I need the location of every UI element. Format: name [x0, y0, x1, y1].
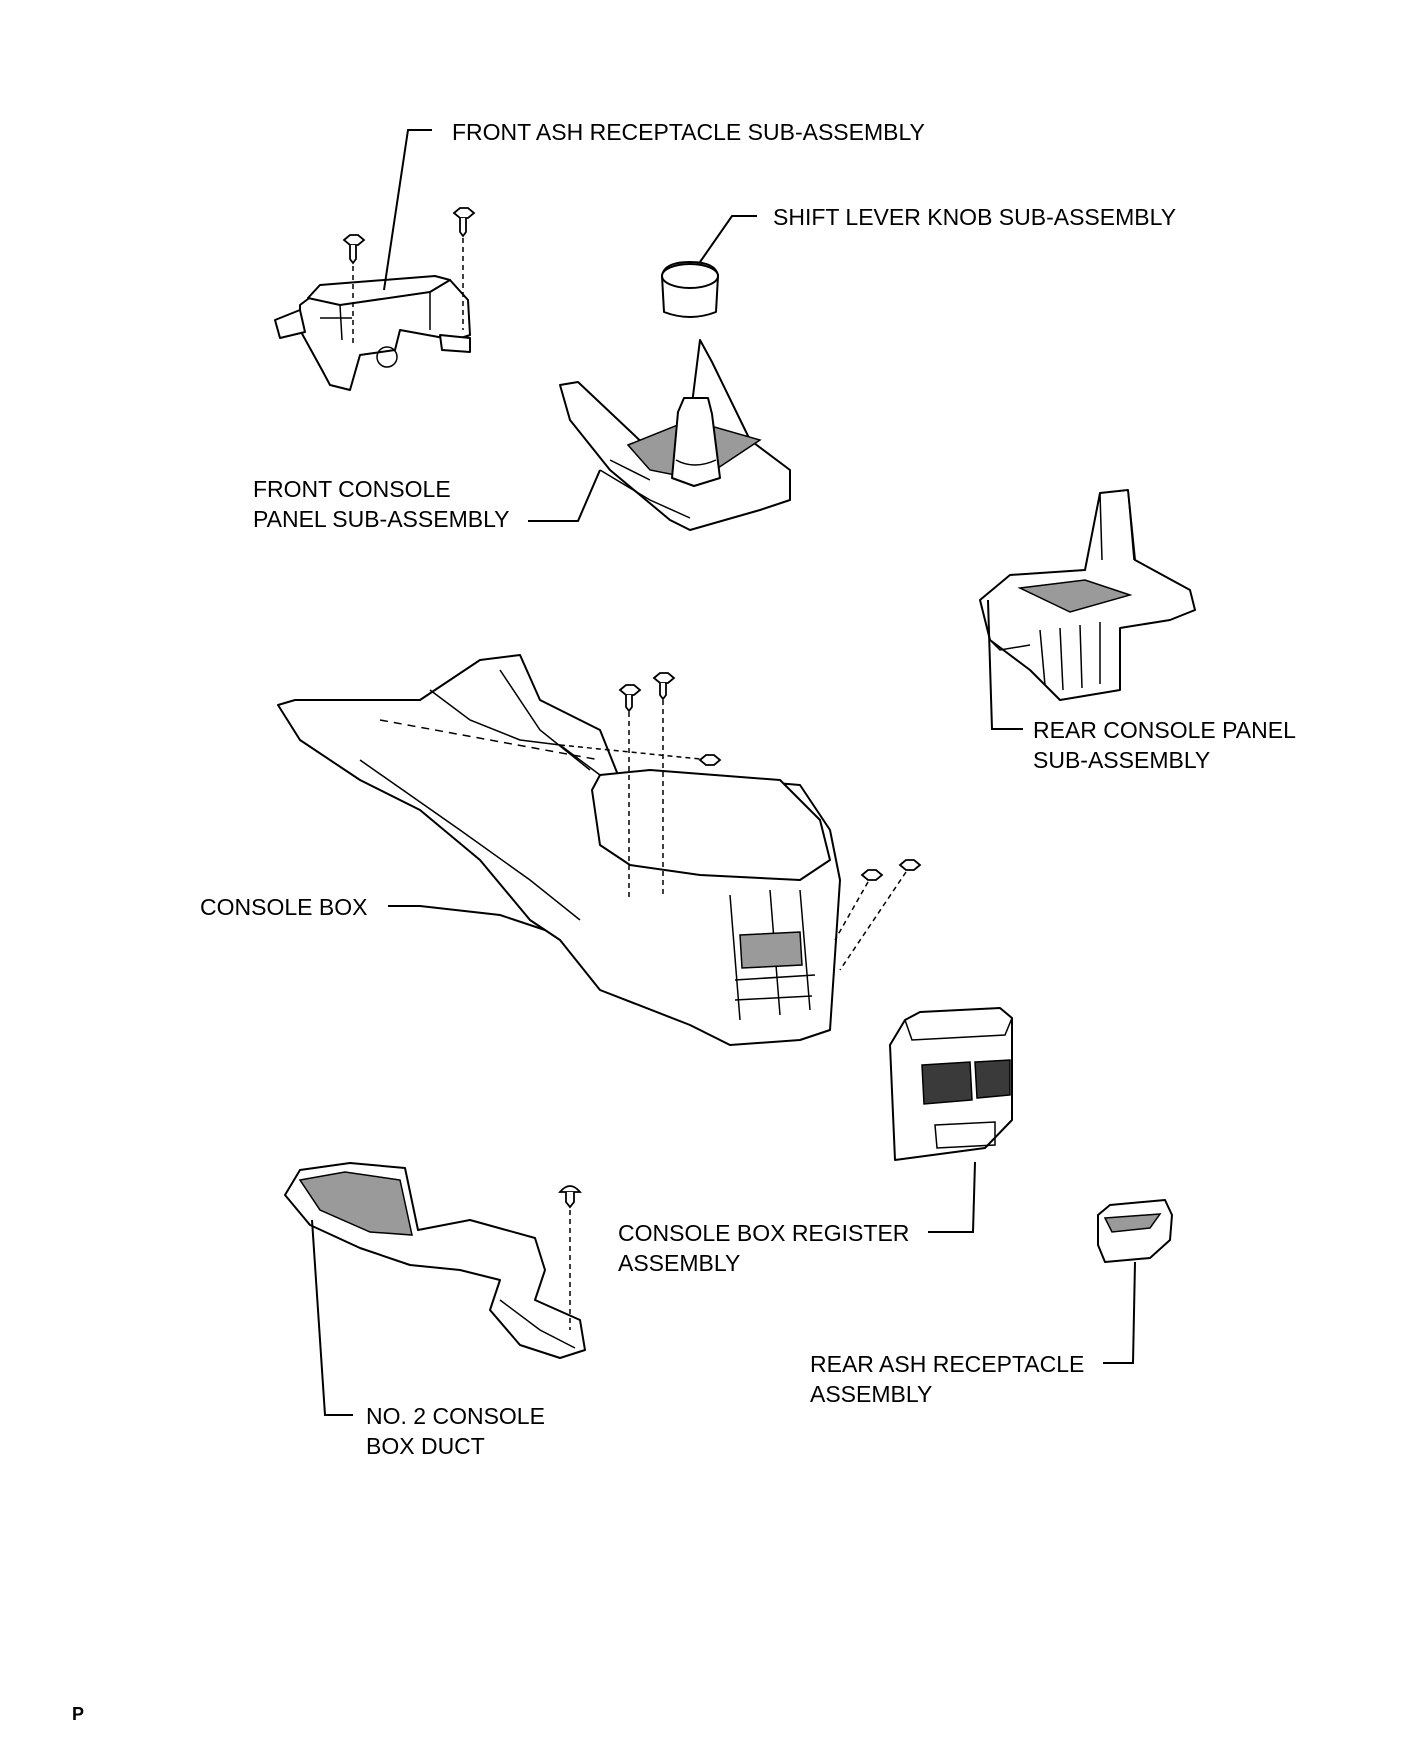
label-console-box: CONSOLE BOX — [200, 894, 368, 920]
leader-duct — [311, 1219, 353, 1416]
figure-code: P — [72, 1704, 85, 1724]
leader-front-ash — [383, 129, 432, 291]
label-rear-console-line1: REAR CONSOLE PANEL — [1033, 717, 1296, 743]
leader-register — [928, 1161, 976, 1233]
console-box-screw-2 — [652, 672, 676, 895]
rear-console-panel-part — [979, 489, 1196, 701]
leader-rear-console — [987, 599, 1023, 730]
console-box-screw-1 — [618, 684, 642, 900]
label-front-console-line1: FRONT CONSOLE — [253, 476, 451, 502]
console-box-screw-4 — [834, 869, 884, 941]
shift-knob-part — [661, 261, 719, 318]
label-front-ash-receptacle: FRONT ASH RECEPTACLE SUB-ASSEMBLY — [452, 119, 925, 145]
duct-clip — [558, 1185, 582, 1330]
label-rear-ash-line2: ASSEMBLY — [810, 1381, 933, 1407]
rear-ash-receptacle-part — [1097, 1199, 1173, 1263]
label-rear-ash-line1: REAR ASH RECEPTACLE — [810, 1351, 1085, 1377]
leader-front-console — [528, 469, 601, 522]
front-ash-screw-right — [452, 207, 476, 330]
front-console-panel-part — [559, 339, 791, 531]
label-duct-line2: BOX DUCT — [366, 1433, 485, 1459]
label-front-console-line2: PANEL SUB-ASSEMBLY — [253, 506, 510, 532]
label-duct-line1: NO. 2 CONSOLE — [366, 1403, 545, 1429]
leader-console-box — [388, 905, 546, 931]
console-box-register-part — [889, 1007, 1013, 1161]
label-rear-console-line2: SUB-ASSEMBLY — [1033, 747, 1211, 773]
label-register-line2: ASSEMBLY — [618, 1250, 741, 1276]
label-shift-lever-knob: SHIFT LEVER KNOB SUB-ASSEMBLY — [773, 204, 1177, 230]
front-ash-receptacle-part — [274, 275, 471, 391]
console-box-part — [277, 654, 841, 1046]
console-box-screw-5 — [839, 859, 922, 971]
leader-shift-knob — [699, 215, 757, 263]
front-ash-screw-left — [342, 234, 366, 345]
leader-rear-ash — [1103, 1261, 1136, 1364]
console-box-screw-3 — [698, 754, 722, 766]
label-register-line1: CONSOLE BOX REGISTER — [618, 1220, 910, 1246]
console-box-duct-part — [284, 1162, 586, 1359]
